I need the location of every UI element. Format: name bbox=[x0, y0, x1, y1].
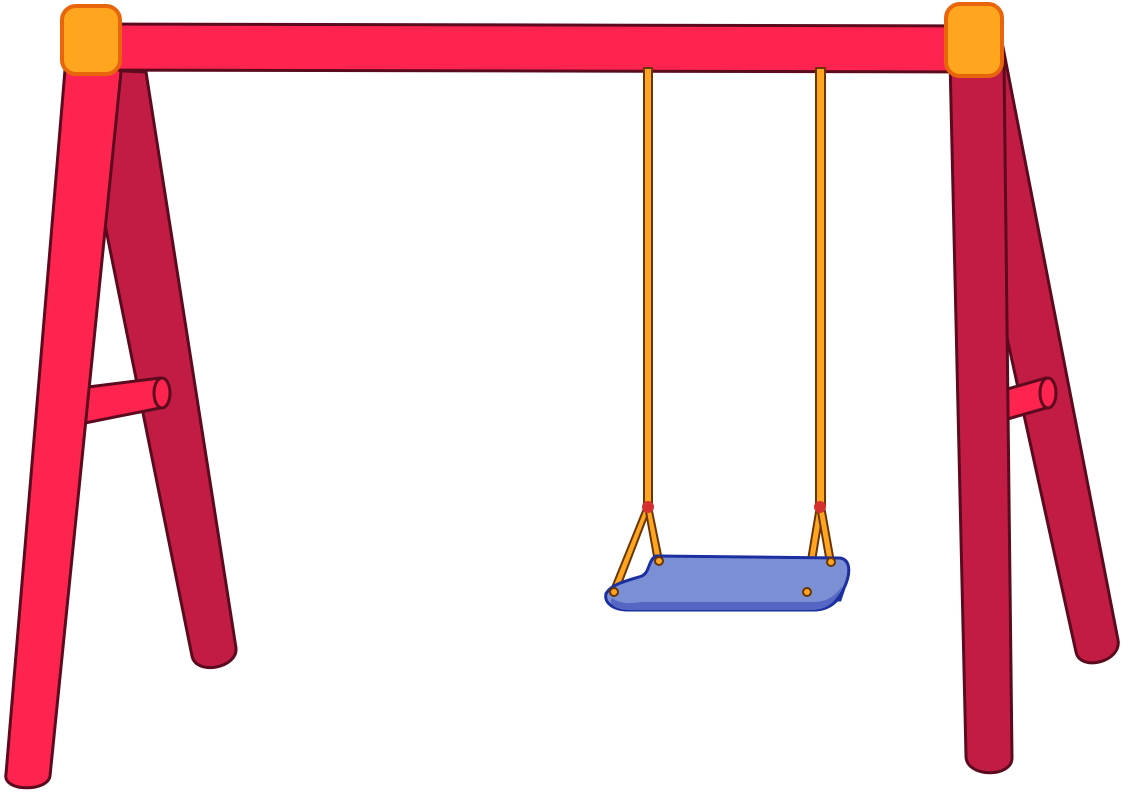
front-leg-left bbox=[4, 56, 124, 790]
back-leg-right bbox=[982, 40, 1120, 665]
back-leg-left bbox=[92, 68, 238, 670]
swing-seat bbox=[604, 554, 851, 612]
corner-cap-right bbox=[944, 2, 1004, 78]
cross-brace-left bbox=[78, 376, 172, 426]
front-leg-right bbox=[948, 58, 1014, 775]
cross-brace-right bbox=[1002, 376, 1058, 422]
corner-cap-left bbox=[60, 4, 122, 76]
rope-right bbox=[802, 67, 835, 593]
top-beam bbox=[94, 22, 984, 74]
rope-ends bbox=[609, 556, 836, 597]
rope-left bbox=[610, 67, 663, 593]
